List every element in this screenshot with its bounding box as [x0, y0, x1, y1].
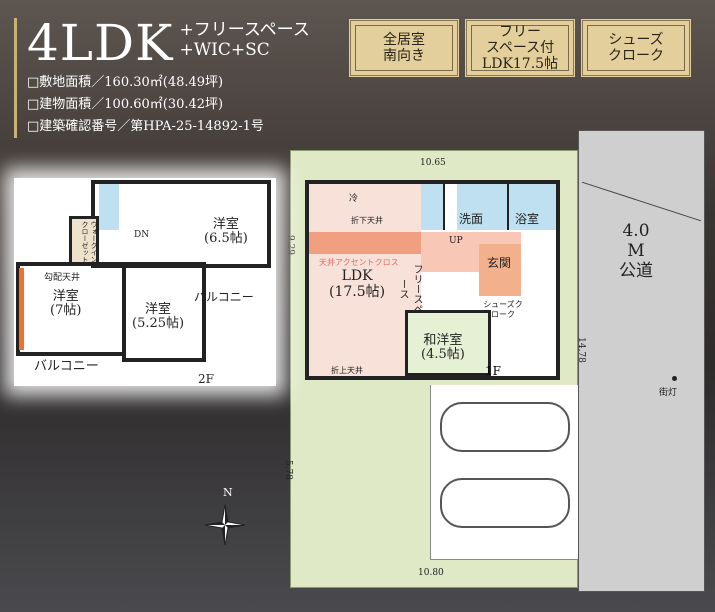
spec-land-area: □敷地面積／160.30㎡(48.49坪): [27, 75, 224, 90]
public-road: 4.0 M 公道 街灯: [578, 130, 705, 592]
title-block: 4LDK+フリースペース+WIC+SC □敷地面積／160.30㎡(48.49坪…: [14, 18, 310, 138]
car-icon: [440, 402, 570, 452]
accent-label: 天井アクセントクロス: [319, 258, 399, 267]
dim-right: 14.78: [575, 337, 586, 363]
room-wash: 洗面: [459, 212, 484, 226]
japanese-western-room-area: [405, 310, 491, 376]
room-ldk: LDK(17.5帖): [329, 268, 386, 300]
room-wic: ウォークインクローゼット: [81, 221, 98, 263]
room-western-6-5: 洋室(6.5帖): [204, 217, 248, 246]
floor1-label: 1F: [485, 364, 501, 378]
extras-line: +WIC+SC: [179, 40, 270, 60]
ceiling-label: 折上天井: [331, 366, 363, 375]
dim-top: 10.65: [420, 158, 446, 168]
room525-walls: [122, 262, 206, 362]
floor2-label: 2F: [198, 372, 214, 386]
room-shoe-cloak: シューズクローク: [483, 300, 523, 319]
floor2-plan: DN ウォークインクローゼット 洋室(6.5帖) 勾配天井 洋室(7帖) 洋室(…: [14, 178, 276, 386]
spec-permit-number: □建築確認番号／第HPA-25-14892-1号: [27, 119, 264, 134]
balcony-label: バルコニー: [34, 359, 99, 374]
toilet: [421, 184, 445, 230]
room-bath: 浴室: [515, 212, 540, 226]
room-japanese-western: 和洋室(4.5帖): [421, 333, 465, 362]
dim-left-upper: 9.29: [285, 234, 296, 256]
compass-icon: [200, 500, 250, 550]
car-icon: [440, 478, 570, 528]
bathroom: [507, 184, 556, 230]
layout-title: 4LDK: [27, 14, 174, 72]
toilet: [99, 184, 119, 230]
fridge-label: 冷: [349, 194, 359, 204]
room-free-space: フリースペース: [397, 264, 422, 314]
dim-left-lower: 5.78: [283, 459, 294, 481]
road-label: 4.0 M 公道: [619, 221, 653, 281]
ceiling-label: 折下天井: [351, 216, 383, 225]
ceiling-label: 勾配天井: [44, 273, 81, 283]
room-western-7: 洋室(7帖): [50, 289, 82, 318]
streetlight-icon: [672, 376, 677, 381]
north-label: N: [223, 486, 233, 499]
badge-shoe-cloak: シューズクローク: [581, 19, 691, 77]
dim-bottom: 10.80: [418, 568, 444, 578]
room-western-5-25: 洋室(5.25帖): [132, 302, 185, 331]
stairs-up: UP: [449, 236, 463, 246]
ldk-area: [309, 184, 421, 376]
spec-building-area: □建物面積／100.60㎡(30.42坪): [27, 97, 224, 112]
extras-line: +フリースペース: [179, 20, 310, 40]
genkan-area: [479, 244, 521, 296]
badge-south-facing: 全居室南向き: [349, 19, 459, 77]
stairs-down: DN: [134, 230, 150, 240]
floor1-plan: LDK(17.5帖) 天井アクセントクロス 冷 折下天井 折上天井 洗面 浴室 …: [305, 180, 560, 380]
streetlight-label: 街灯: [659, 388, 678, 398]
room-genkan: 玄関: [487, 256, 512, 270]
washroom: [457, 184, 507, 230]
accent-wall: [19, 268, 24, 350]
kitchen-counter: [309, 232, 421, 254]
balcony-label: バルコニー: [194, 290, 254, 304]
